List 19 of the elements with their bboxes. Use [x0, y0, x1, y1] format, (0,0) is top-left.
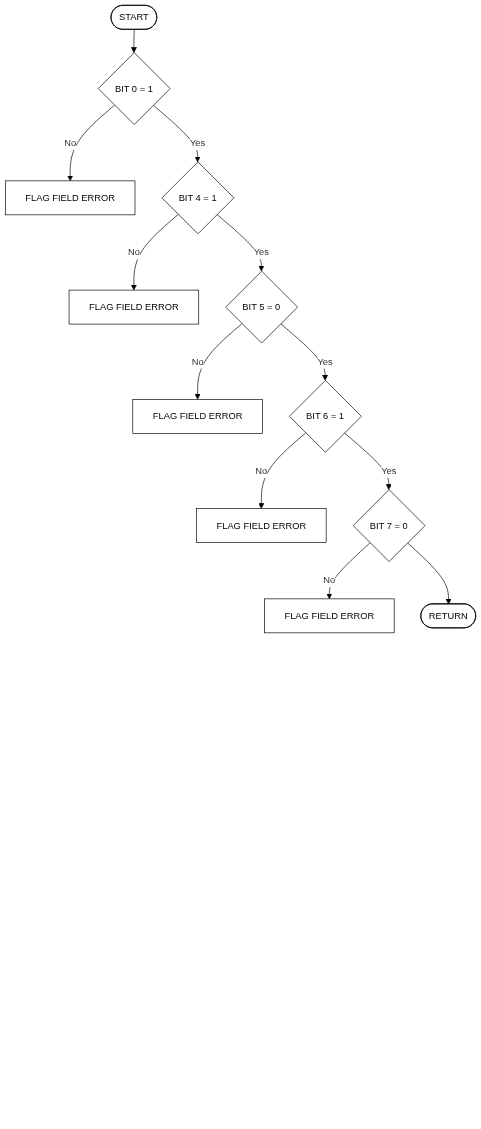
edge-label: No [64, 137, 77, 149]
edge-label: Yes [253, 246, 269, 258]
node-box: FLAG FIELD ERROR [196, 508, 327, 543]
edge-label: No [255, 465, 268, 476]
node-box: FLAG FIELD ERROR [132, 399, 263, 434]
edge-label: No [323, 574, 336, 586]
node-diamond: BIT 0 = 1 [97, 52, 171, 125]
edge-label: Yes [381, 465, 397, 476]
edge-label: No [127, 246, 140, 258]
edge-label: No [191, 356, 204, 367]
node-box: FLAG FIELD ERROR [5, 180, 136, 216]
node-diamond: BIT 6 = 1 [289, 380, 362, 453]
edge-label: Yes [190, 137, 206, 149]
node-diamond: BIT 4 = 1 [161, 161, 235, 235]
node-diamond: BIT 5 = 0 [225, 270, 298, 344]
node-box: FLAG FIELD ERROR [264, 598, 395, 634]
node-diamond: BIT 7 = 0 [352, 489, 426, 562]
edge-label: Yes [317, 356, 333, 367]
node-box: FLAG FIELD ERROR [68, 289, 200, 325]
